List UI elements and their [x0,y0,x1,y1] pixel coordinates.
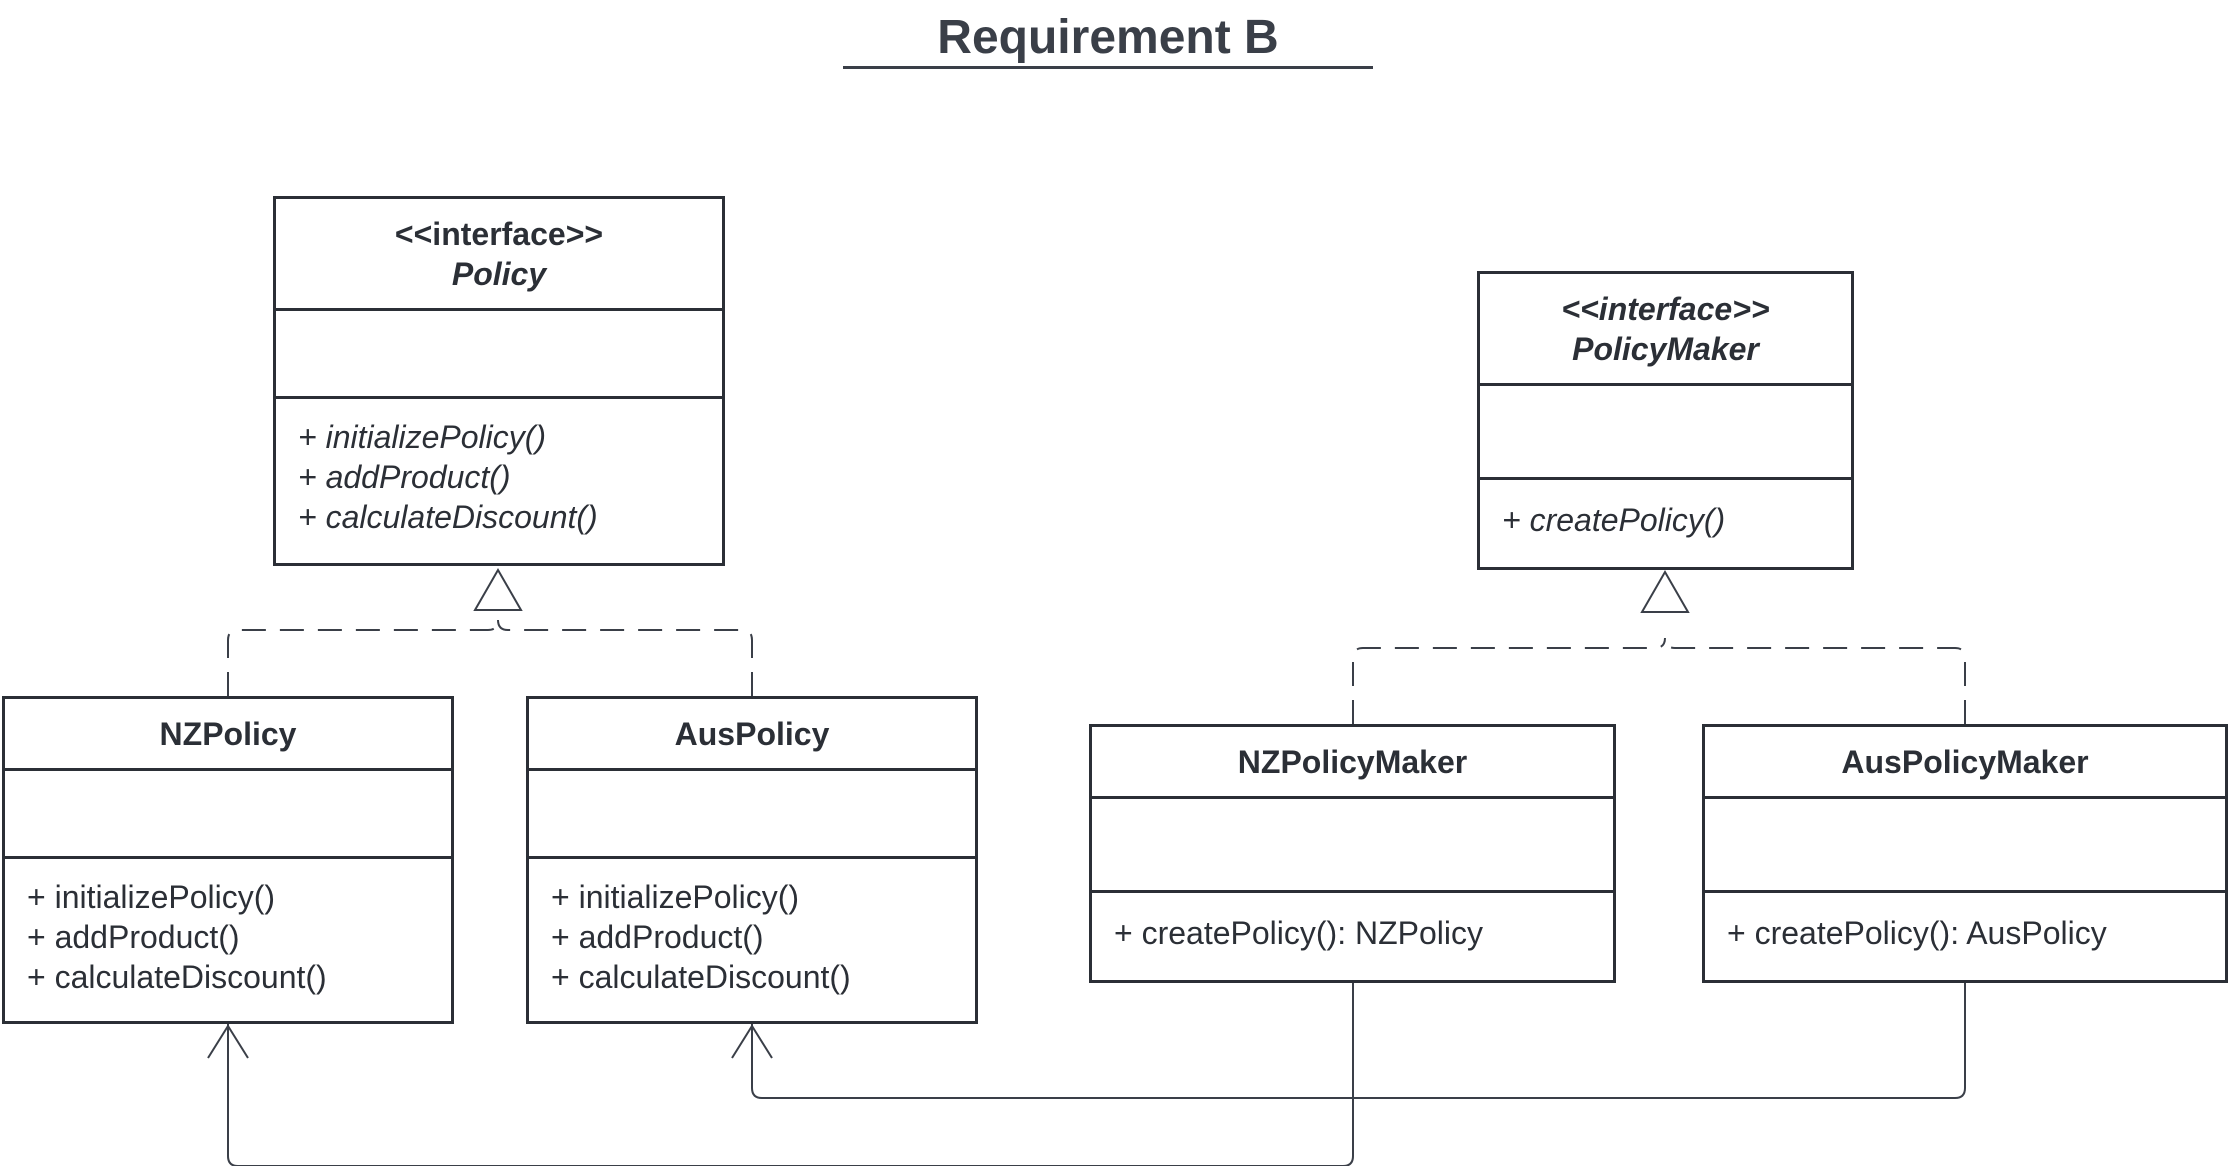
operation: + createPolicy() [1502,502,1726,538]
dependency-line-nzpolicymaker-nzpolicy [227,983,1354,1166]
dependency-arrowhead-nzpolicy [207,1024,249,1059]
operation: + calculateDiscount() [27,959,327,995]
attributes-compartment [5,771,451,859]
diagram-title: Requirement B [937,11,1279,64]
realization-line-auspolicy [497,619,753,696]
class-header: AusPolicyMaker [1705,727,2225,799]
realization-line-nzpolicymaker [1352,637,1666,724]
dependency-line-auspolicymaker-auspolicy [751,983,1966,1099]
operations-compartment: + createPolicy(): NZPolicy [1092,893,1613,953]
title-underline [843,66,1373,69]
operation: + addProduct() [27,919,240,955]
class-auspolicy[interactable]: AusPolicy + initializePolicy() + addProd… [526,696,978,1024]
class-name: PolicyMaker [1572,330,1759,367]
realization-line-nzpolicy [227,619,499,696]
operations-compartment: + createPolicy() [1480,480,1851,540]
attributes-compartment [1480,386,1851,480]
class-header: NZPolicyMaker [1092,727,1613,799]
operation: + initializePolicy() [27,879,276,915]
operation: + initializePolicy() [551,879,800,915]
operation: + addProduct() [298,459,511,495]
operations-compartment: + createPolicy(): AusPolicy [1705,893,2225,953]
class-header: <<interface>> PolicyMaker [1480,274,1851,386]
operations-compartment: + initializePolicy() + addProduct() + ca… [276,399,722,537]
class-name: NZPolicyMaker [1237,743,1468,780]
class-name: AusPolicy [674,715,830,752]
class-auspolicymaker[interactable]: AusPolicyMaker + createPolicy(): AusPoli… [1702,724,2228,983]
operations-compartment: + initializePolicy() + addProduct() + ca… [5,859,451,997]
stereotype-label: <<interface>> [1561,290,1770,327]
class-policy[interactable]: <<interface>> Policy + initializePolicy(… [273,196,725,566]
realization-line-auspolicymaker [1664,637,1966,724]
class-name: NZPolicy [159,715,297,752]
class-nzpolicy[interactable]: NZPolicy + initializePolicy() + addProdu… [2,696,454,1024]
dependency-arrowhead-auspolicy [731,1024,773,1059]
class-name: Policy [451,255,547,292]
class-name: AusPolicyMaker [1841,743,2089,780]
operation: + initializePolicy() [298,419,547,455]
realization-arrowhead-policymaker [1640,569,1690,613]
attributes-compartment [276,311,722,399]
operation: + createPolicy(): AusPolicy [1727,915,2107,951]
class-nzpolicymaker[interactable]: NZPolicyMaker + createPolicy(): NZPolicy [1089,724,1616,983]
operation: + calculateDiscount() [551,959,851,995]
stereotype-label: <<interface>> [394,215,604,252]
attributes-compartment [1092,799,1613,893]
realization-arrowhead-policy [473,567,523,611]
class-header: <<interface>> Policy [276,199,722,311]
operations-compartment: + initializePolicy() + addProduct() + ca… [529,859,975,997]
operation: + createPolicy(): NZPolicy [1114,915,1483,951]
operation: + calculateDiscount() [298,499,598,535]
operation: + addProduct() [551,919,764,955]
class-header: AusPolicy [529,699,975,771]
attributes-compartment [1705,799,2225,893]
class-policymaker[interactable]: <<interface>> PolicyMaker + createPolicy… [1477,271,1854,570]
attributes-compartment [529,771,975,859]
class-header: NZPolicy [5,699,451,771]
